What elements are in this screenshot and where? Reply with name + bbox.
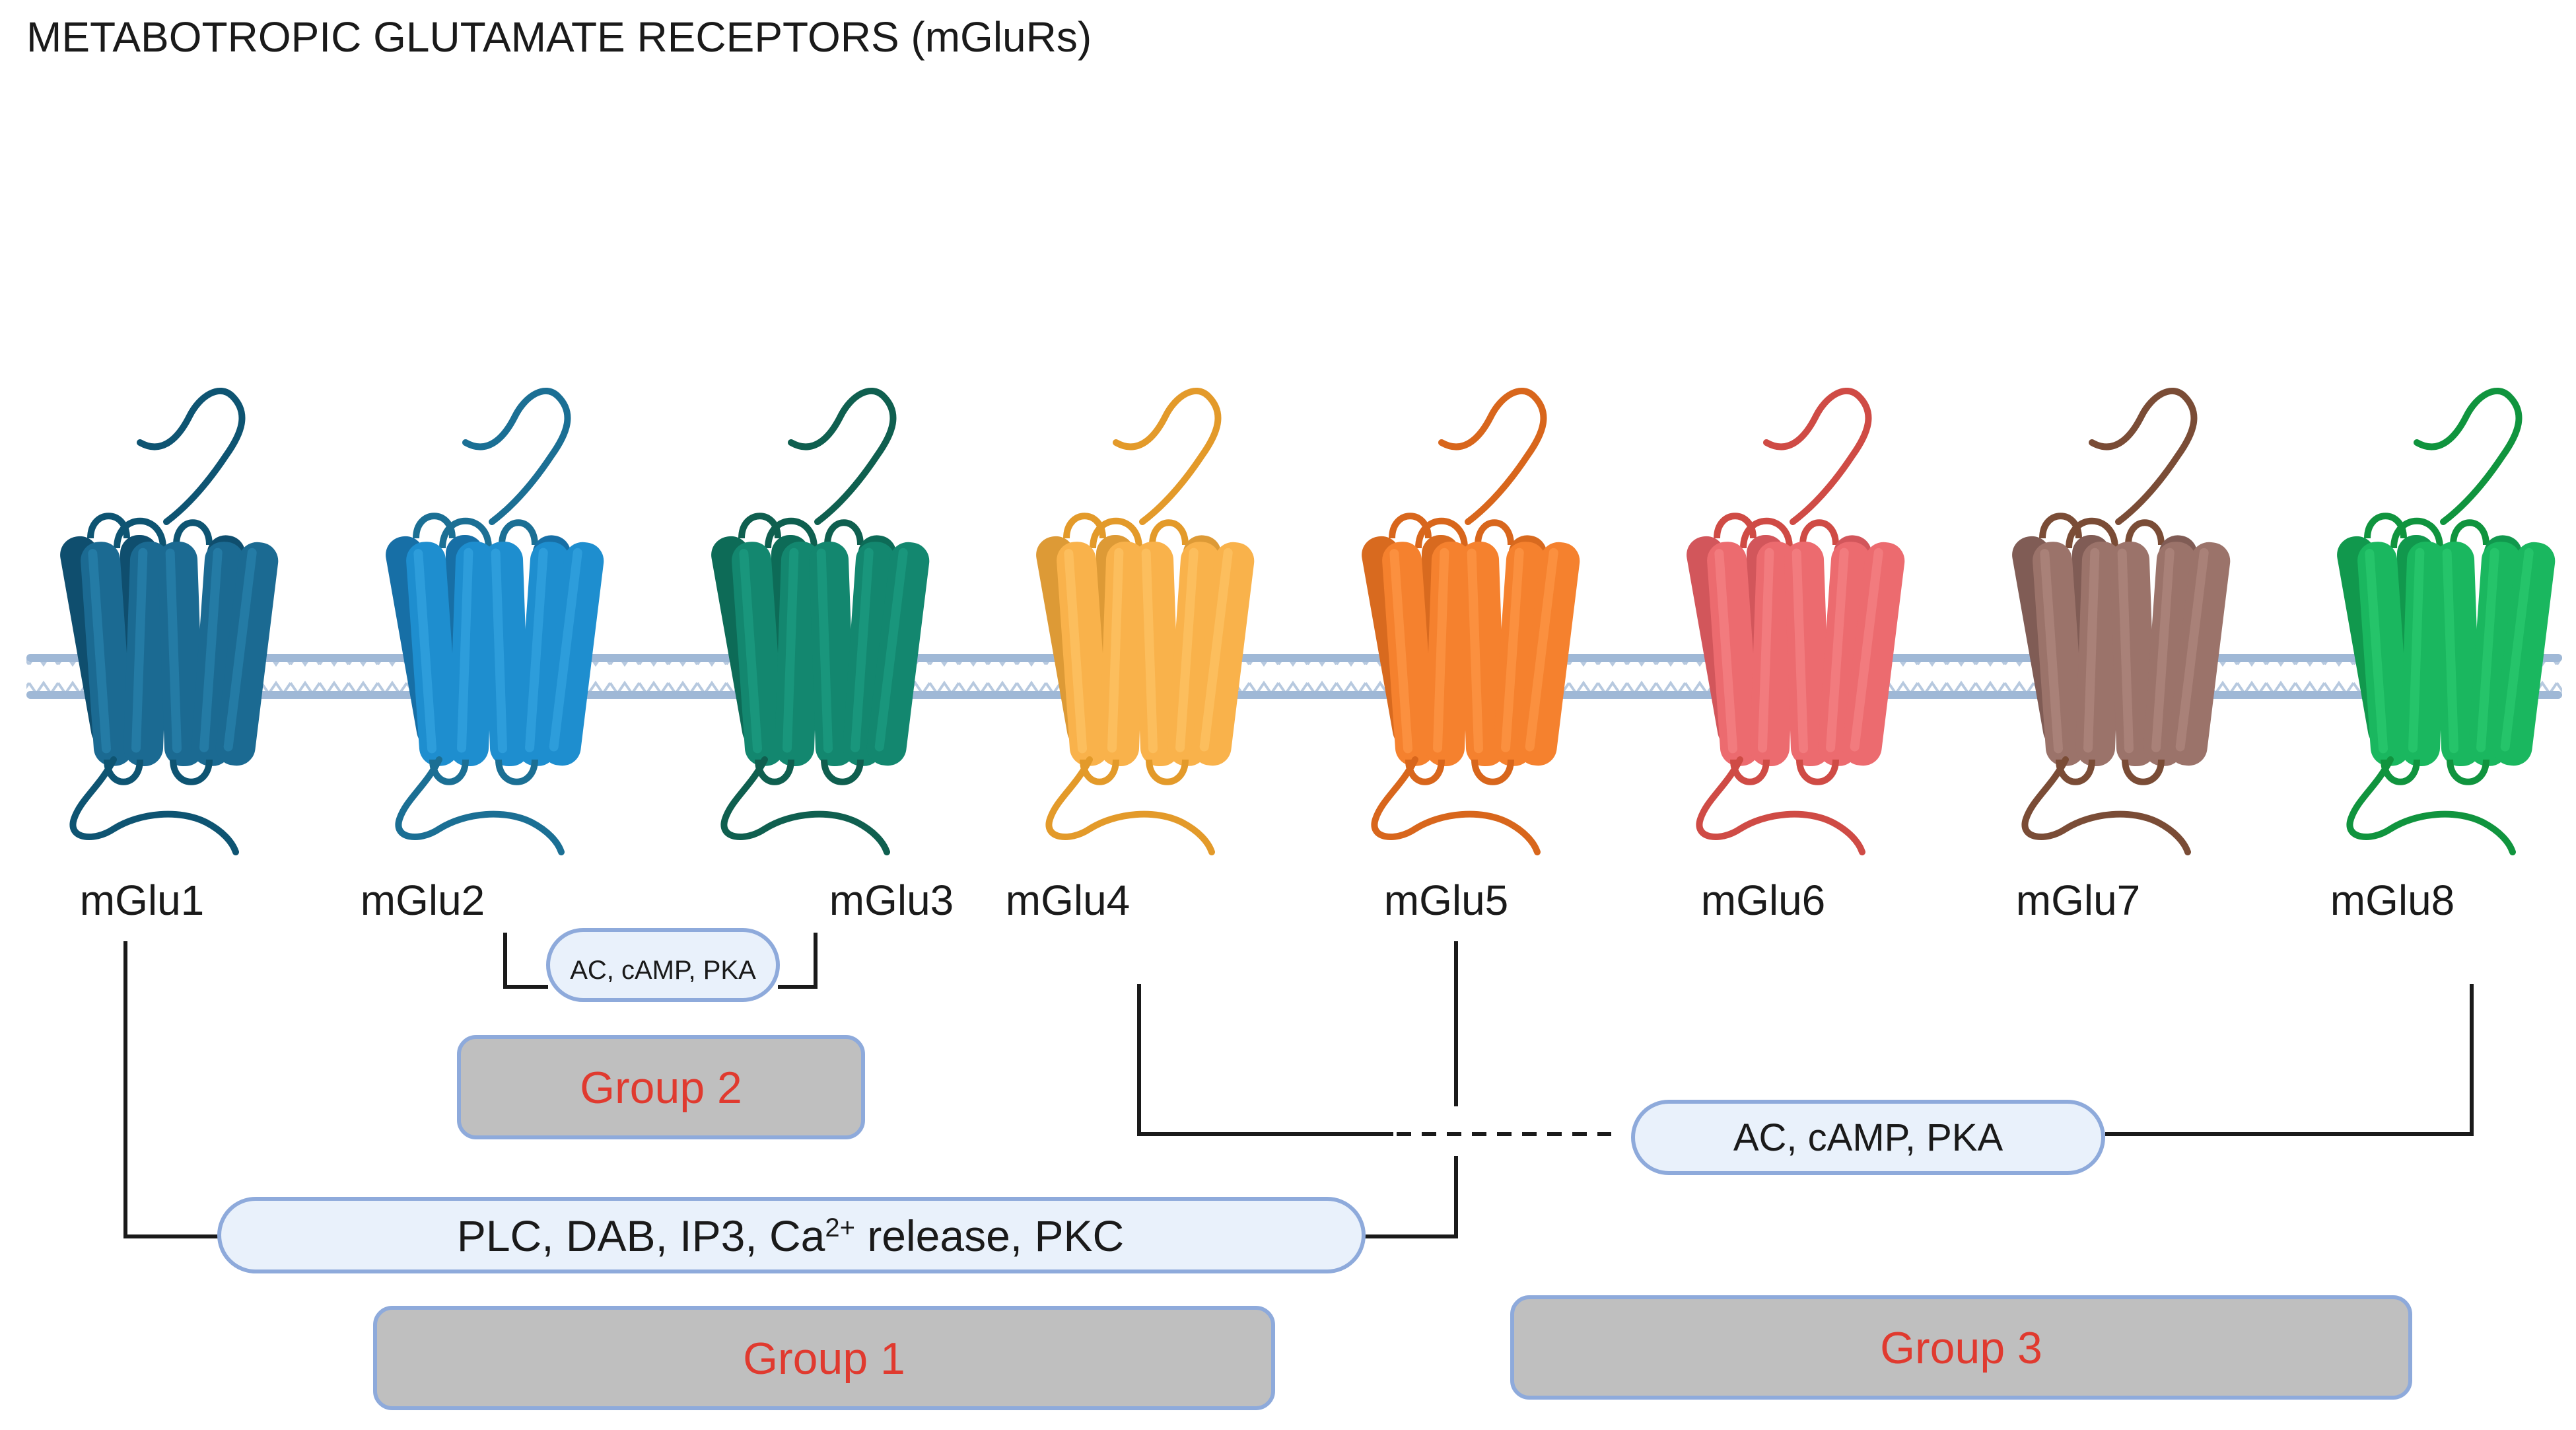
receptor-label-mglu1: mGlu1	[80, 876, 205, 924]
connector-lines	[123, 933, 2474, 1238]
gpcr-receptor-icon	[1687, 388, 1905, 855]
group-box-2: Group 2	[457, 1035, 865, 1139]
receptor-label-mglu3: mGlu3	[829, 876, 954, 924]
pathway-text-group2: AC, cAMP, PKA	[570, 956, 756, 985]
pathway-text-group1: PLC, DAB, IP3, Ca2+ release, PKC	[457, 1211, 1124, 1260]
pathway-pill-group2: AC, cAMP, PKA	[546, 928, 780, 1002]
receptor-label-mglu2: mGlu2	[361, 876, 485, 924]
receptor-labels: mGlu1 mGlu2 mGlu3 mGlu4 mGlu5 mGlu6 mGlu…	[80, 876, 2455, 924]
receptor-label-mglu6: mGlu6	[1701, 876, 1826, 924]
gpcr-receptor-icon	[711, 388, 930, 855]
gpcr-receptor-icon	[2337, 388, 2556, 855]
gpcr-receptor-icon	[386, 388, 604, 855]
diagram-title: METABOTROPIC GLUTAMATE RECEPTORS (mGluRs…	[26, 13, 1092, 61]
gpcr-receptor-icon	[60, 388, 279, 855]
group3-left-connector	[1137, 984, 1393, 1136]
group3-right-connector	[2105, 984, 2474, 1136]
receptor-row	[60, 388, 2556, 855]
group1-left-connector	[123, 941, 219, 1238]
receptor-label-mglu8: mGlu8	[2330, 876, 2455, 924]
group-label-1: Group 1	[743, 1334, 905, 1384]
gpcr-receptor-icon	[1036, 388, 1255, 855]
group-label-3: Group 3	[1880, 1323, 2042, 1373]
pathway-text-group3: AC, cAMP, PKA	[1733, 1116, 2003, 1159]
calcium-charge-superscript: 2+	[825, 1213, 855, 1242]
receptor-label-mglu4: mGlu4	[1006, 876, 1131, 924]
receptor-label-mglu5: mGlu5	[1384, 876, 1509, 924]
gpcr-receptor-icon	[1362, 388, 1580, 855]
group-box-1: Group 1	[373, 1306, 1275, 1410]
pathway-pill-group3: AC, cAMP, PKA	[1631, 1100, 2105, 1175]
pathway-pill-group1: PLC, DAB, IP3, Ca2+ release, PKC	[217, 1197, 1366, 1273]
gpcr-receptor-icon	[2012, 388, 2231, 855]
group-box-3: Group 3	[1510, 1295, 2412, 1400]
group1-right-connector	[1364, 1156, 1458, 1238]
group-label-2: Group 2	[580, 1063, 742, 1113]
group2-bracket	[503, 933, 818, 989]
receptor-label-mglu7: mGlu7	[2016, 876, 2141, 924]
